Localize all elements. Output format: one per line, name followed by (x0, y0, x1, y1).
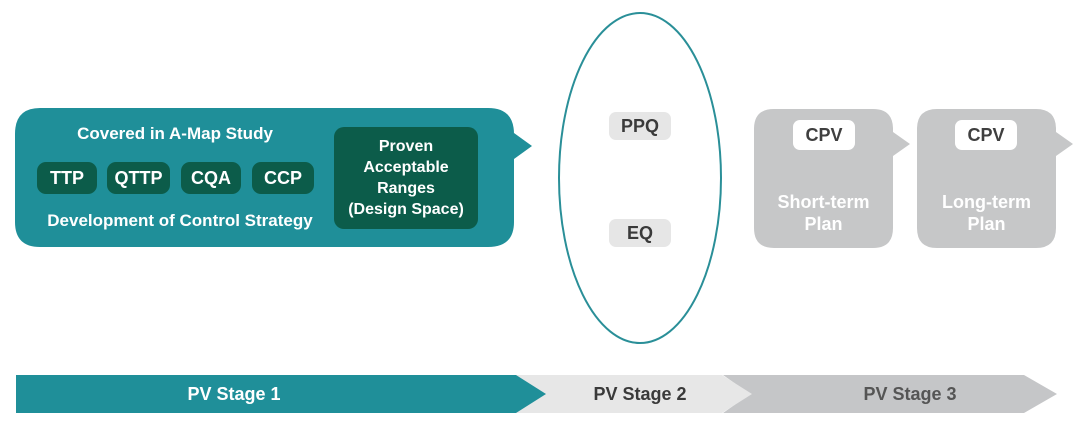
plan-line: Plan (967, 214, 1006, 234)
short-term-cpv-tag: CPV (793, 120, 855, 150)
long-term-cpv-tag: CPV (955, 120, 1017, 150)
ppq-label: PPQ (609, 112, 671, 140)
stage-1-arrow (16, 375, 546, 413)
short-term-line: Short-term (777, 192, 870, 212)
tag-ttp: TTP (37, 162, 97, 194)
tag-ccp: CCP (252, 162, 314, 194)
qualification-ellipse (558, 12, 722, 344)
short-term-plan-label: Short-term Plan (754, 191, 893, 235)
eq-label: EQ (609, 219, 671, 247)
par-line: (Design Space) (348, 201, 464, 218)
tag-cqa: CQA (181, 162, 241, 194)
stage-2-arrow (515, 375, 752, 413)
plan-line: Plan (804, 214, 843, 234)
development-footer: Development of Control Strategy (47, 211, 313, 230)
par-line: Ranges (377, 180, 435, 197)
long-term-plan-label: Long-term Plan (917, 191, 1056, 235)
tag-qttp: QTTP (107, 162, 170, 194)
par-line: Proven (378, 138, 434, 155)
development-title: Covered in A-Map Study (77, 124, 273, 143)
par-line: Acceptable (363, 159, 449, 176)
stage-3-label: PV Stage 3 (863, 383, 957, 404)
stage-3-arrow (723, 375, 1057, 413)
proven-acceptable-ranges-box: Proven Acceptable Ranges (Design Space) (334, 127, 478, 229)
stage-2-label: PV Stage 2 (593, 383, 687, 404)
stage-1-label: PV Stage 1 (187, 383, 281, 404)
long-term-line: Long-term (942, 192, 1031, 212)
